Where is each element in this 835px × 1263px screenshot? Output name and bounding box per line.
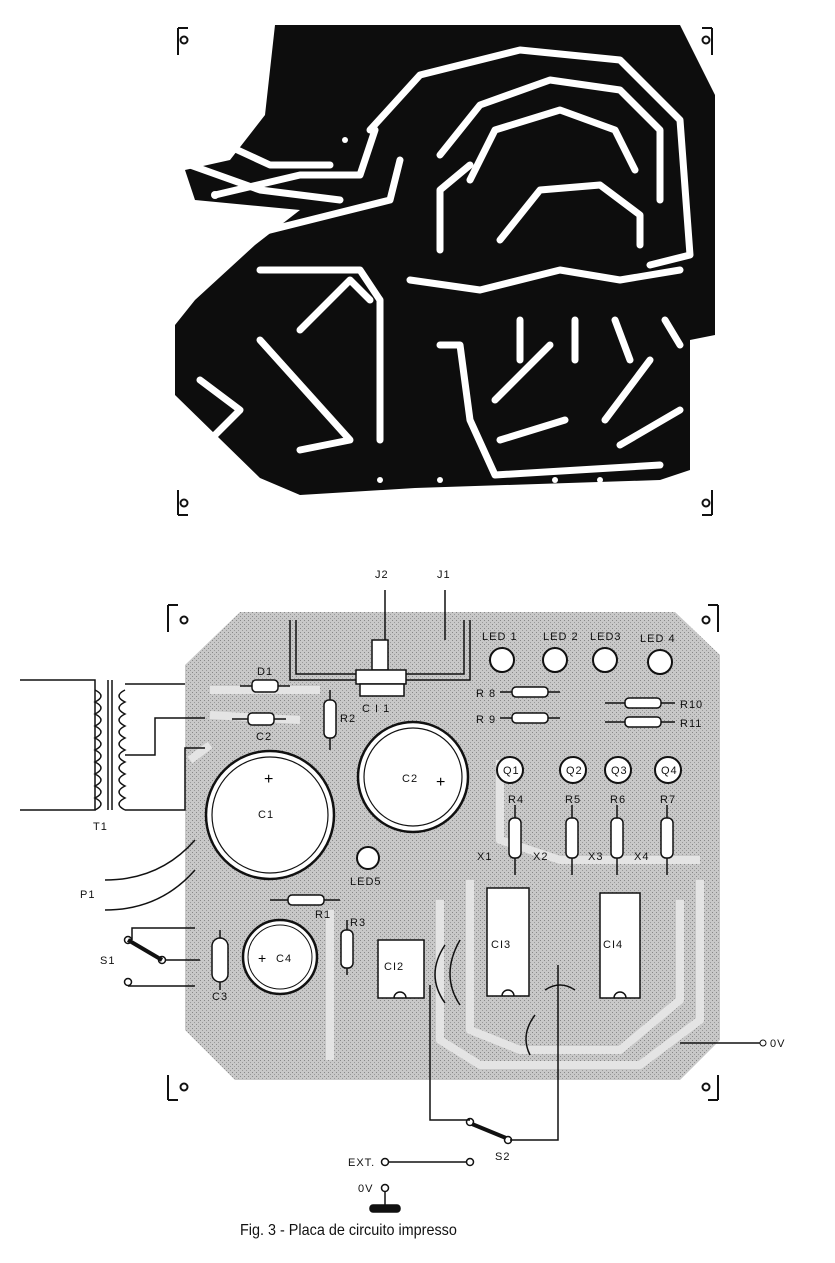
label-q4: Q4 <box>661 765 678 777</box>
label-x4: X4 <box>634 851 649 863</box>
svg-text:+: + <box>436 774 445 791</box>
label-s2: S2 <box>495 1151 510 1163</box>
diode-d2 <box>232 712 286 726</box>
transistors <box>496 756 682 784</box>
label-led5: LED5 <box>350 876 382 888</box>
ov-terminal-bottom <box>369 1183 401 1213</box>
ov-terminal-right <box>680 1039 767 1047</box>
label-j2: J2 <box>375 569 389 581</box>
label-q2: Q2 <box>566 765 583 777</box>
resistor-r3 <box>340 920 354 975</box>
label-r2: R2 <box>340 713 356 725</box>
ceramic-caps <box>434 939 576 1056</box>
label-r7: R7 <box>660 794 676 806</box>
label-r6: R6 <box>610 794 626 806</box>
capacitor-c1: + <box>204 749 336 881</box>
label-led4: LED 4 <box>640 633 676 645</box>
svg-text:+: + <box>264 771 273 788</box>
led-row <box>356 647 673 870</box>
ic-ci4 <box>599 892 641 999</box>
resistors-r8-r11 <box>500 686 675 728</box>
resistor-r2 <box>323 690 337 750</box>
ext-terminal <box>380 1157 475 1167</box>
label-j1: J1 <box>437 569 451 581</box>
label-p1: P1 <box>80 889 95 901</box>
label-ci3: CI3 <box>491 939 511 951</box>
switch-s1 <box>123 927 200 987</box>
label-x1: X1 <box>477 851 492 863</box>
label-s1: S1 <box>100 955 115 967</box>
registration-marks <box>167 27 719 1101</box>
label-r3: R3 <box>350 917 366 929</box>
label-r8: R 8 <box>476 688 496 700</box>
ic-ci3 <box>486 887 530 997</box>
label-q3: Q3 <box>611 765 628 777</box>
label-ci4: CI4 <box>603 939 623 951</box>
capacitor-c3 <box>211 930 229 990</box>
label-x2: X2 <box>533 851 548 863</box>
label-ci1: C I 1 <box>362 703 390 715</box>
transformer-t1 <box>20 679 205 811</box>
label-led1: LED 1 <box>482 631 518 643</box>
potentiometer-p1-wires <box>104 839 196 911</box>
capacitor-c4: + <box>241 918 319 996</box>
label-d1: D1 <box>257 666 273 678</box>
regulator-ci1 <box>289 590 471 697</box>
label-r10: R10 <box>680 699 703 711</box>
label-r5: R5 <box>565 794 581 806</box>
label-r1: R1 <box>315 909 331 921</box>
label-ci2: CI2 <box>384 961 404 973</box>
label-c4: C4 <box>276 953 292 965</box>
copper-layout <box>175 25 715 495</box>
label-d2: C2 <box>256 731 272 743</box>
label-ext: EXT. <box>348 1157 375 1169</box>
diode-d1 <box>240 679 290 693</box>
ic-ci2 <box>377 939 425 999</box>
label-ov-bottom: 0V <box>358 1183 373 1195</box>
label-c1: C1 <box>258 809 274 821</box>
label-r9: R 9 <box>476 714 496 726</box>
resistors-r4-r7 <box>508 805 674 875</box>
label-q1: Q1 <box>503 765 520 777</box>
label-c3: C3 <box>212 991 228 1003</box>
capacitor-c2: + <box>356 720 470 834</box>
label-led3: LED3 <box>590 631 622 643</box>
label-r4: R4 <box>508 794 524 806</box>
resistor-r1 <box>270 894 340 906</box>
label-x3: X3 <box>588 851 603 863</box>
figure-caption: Fig. 3 - Placa de circuito impresso <box>240 1222 457 1239</box>
label-t1: T1 <box>93 821 108 833</box>
switch-s2 <box>429 965 559 1145</box>
label-r11: R11 <box>680 718 702 730</box>
label-c2: C2 <box>402 773 418 785</box>
svg-text:+: + <box>258 950 266 966</box>
label-led2: LED 2 <box>543 631 579 643</box>
label-ov-right: 0V <box>770 1038 785 1050</box>
